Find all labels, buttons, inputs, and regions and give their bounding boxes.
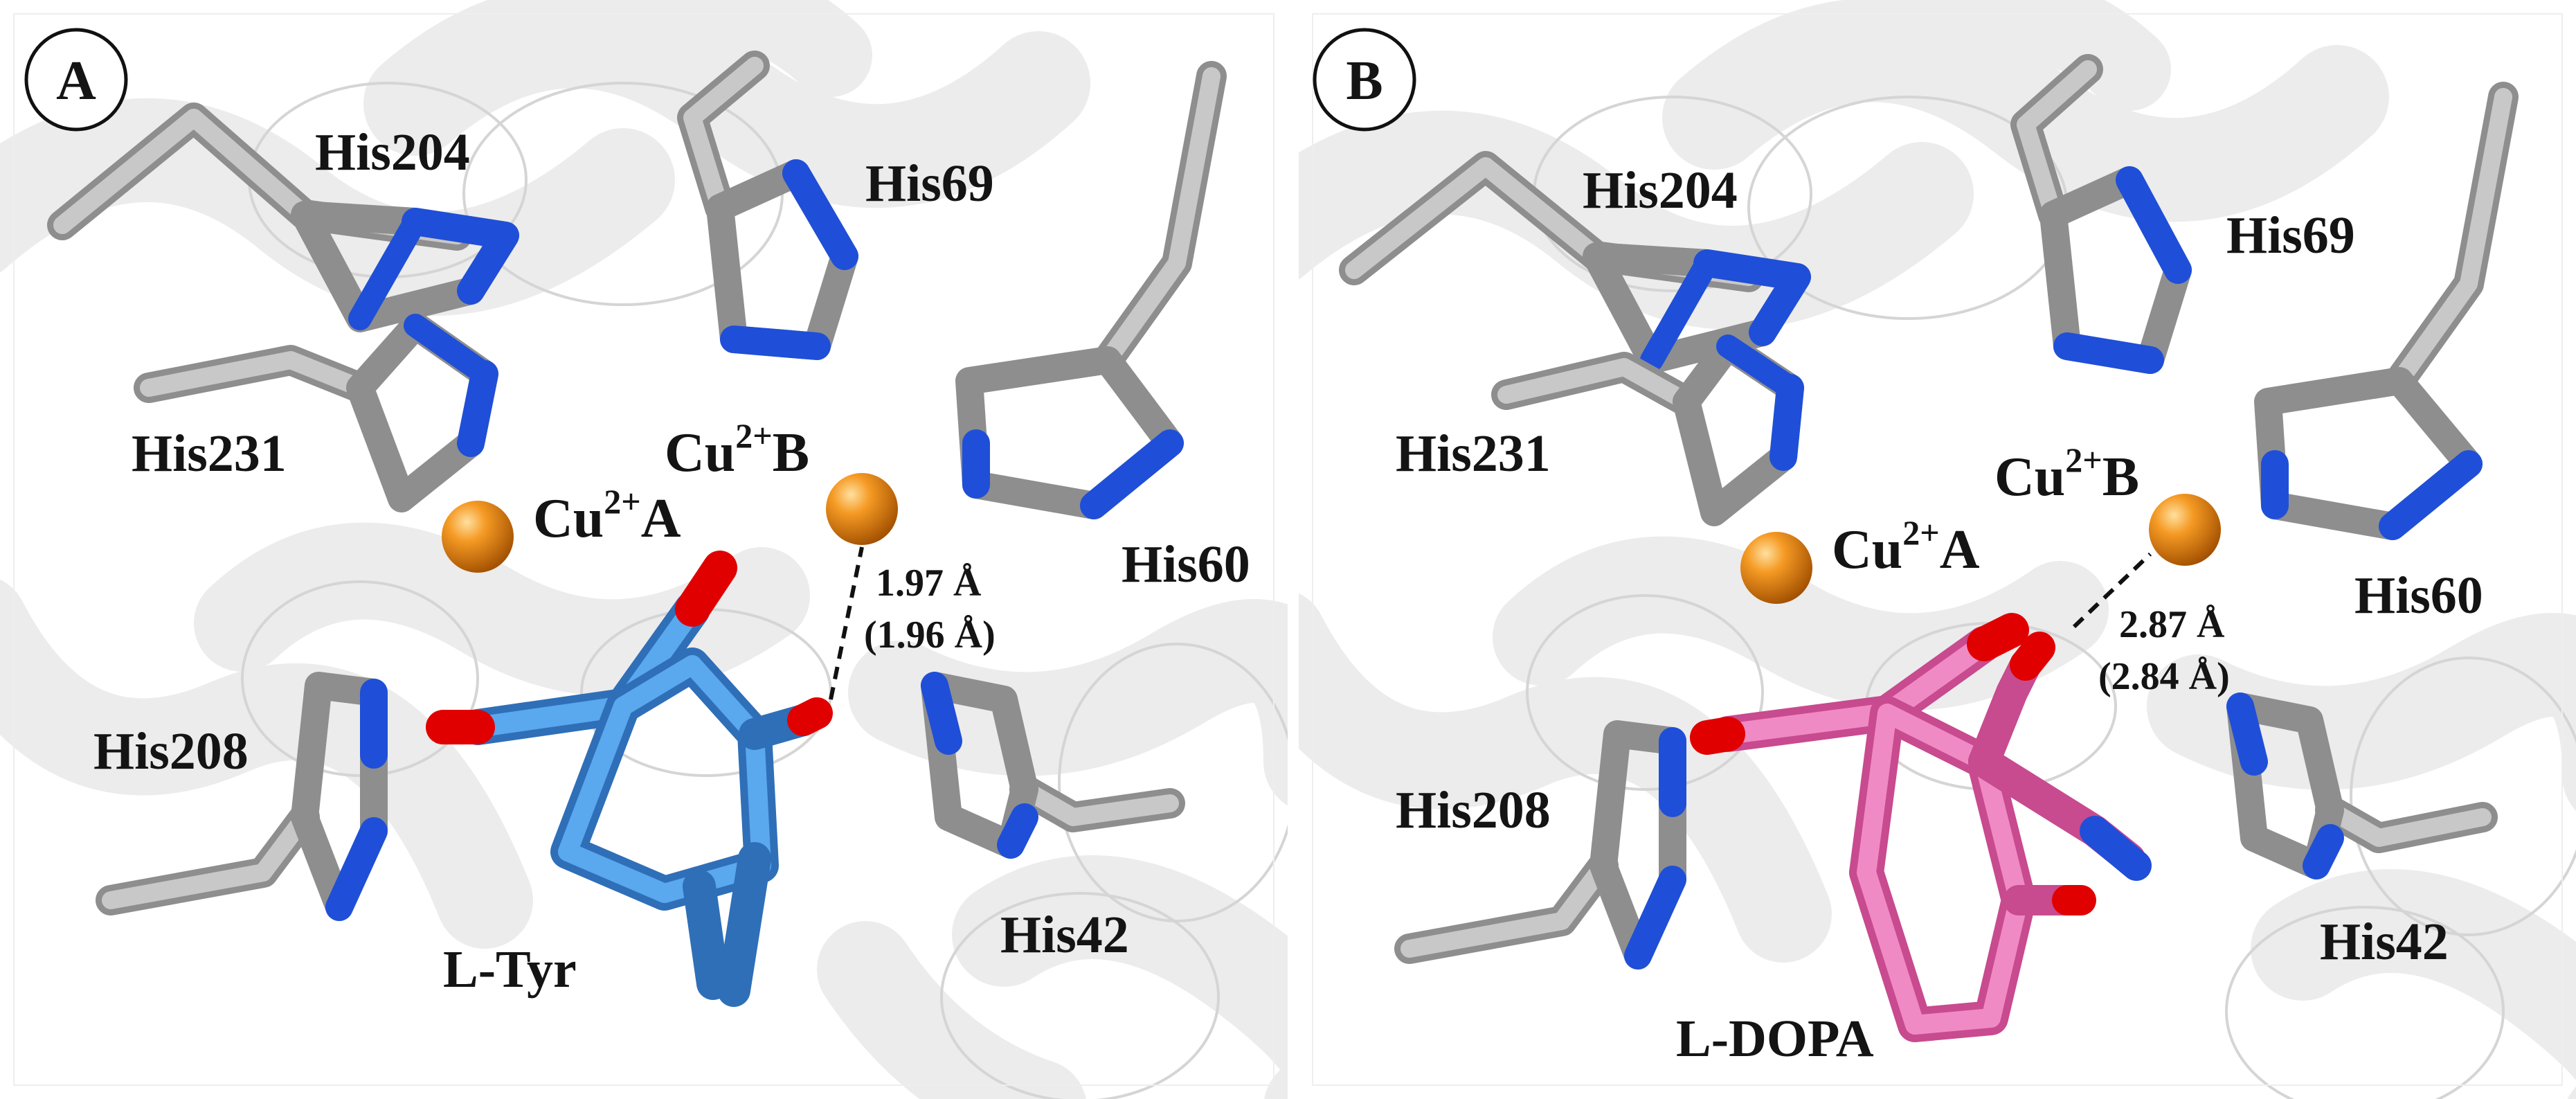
label-his42: His42 bbox=[2320, 913, 2449, 971]
label-his208: His208 bbox=[93, 722, 249, 780]
label-his69: His69 bbox=[2226, 206, 2355, 265]
residue-his60 bbox=[955, 61, 1227, 519]
residue-his208 bbox=[1394, 720, 1686, 970]
residue-his204 bbox=[47, 102, 519, 332]
label-his69: His69 bbox=[865, 154, 994, 213]
residue-his60 bbox=[2254, 82, 2519, 540]
residue-his204 bbox=[1339, 151, 1811, 374]
svg-text:A: A bbox=[56, 51, 96, 111]
label-his42: His42 bbox=[1000, 906, 1129, 964]
copper-b-sphere bbox=[826, 473, 898, 545]
residue-his69 bbox=[677, 51, 858, 360]
ligand-l-tyr bbox=[426, 551, 833, 1007]
label-distance-alt: (2.84 Å) bbox=[2098, 655, 2230, 698]
label-copper-b: Cu2+B bbox=[1994, 440, 2139, 508]
label-his208: His208 bbox=[1396, 781, 1551, 839]
distance-dashed-line bbox=[829, 546, 864, 700]
copper-a-sphere bbox=[442, 501, 514, 573]
label-his231: His231 bbox=[132, 425, 287, 483]
panel-letter-a: A bbox=[24, 28, 128, 132]
label-distance-alt: (1.96 Å) bbox=[864, 614, 996, 656]
panel-a: A His204 His69 His231 His60 His208 His42… bbox=[0, 0, 1288, 1099]
panel-a-structure: A His204 His69 His231 His60 His208 His42… bbox=[0, 0, 1288, 1099]
label-copper-a: Cu2+A bbox=[533, 482, 681, 549]
label-his231: His231 bbox=[1396, 425, 1551, 483]
label-his60: His60 bbox=[1122, 535, 1250, 593]
residue-his69 bbox=[2010, 54, 2192, 374]
panel-letter-b: B bbox=[1313, 28, 1416, 132]
copper-b-sphere bbox=[2149, 494, 2221, 566]
ligand-l-dopa bbox=[1690, 613, 2152, 1042]
residue-his231 bbox=[1491, 332, 1804, 526]
panel-b-structure: B His204 His69 His231 His60 His208 His42… bbox=[1299, 0, 2576, 1099]
label-his204: His204 bbox=[1583, 161, 1738, 220]
label-distance: 1.97 Å bbox=[876, 562, 982, 605]
label-his60: His60 bbox=[2354, 566, 2483, 625]
svg-text:B: B bbox=[1346, 51, 1382, 111]
residue-his42 bbox=[921, 672, 1185, 859]
residue-his208 bbox=[96, 672, 388, 921]
label-copper-a: Cu2+A bbox=[1832, 513, 1980, 580]
copper-a-sphere bbox=[1740, 532, 1812, 604]
panel-b: B His204 His69 His231 His60 His208 His42… bbox=[1299, 0, 2576, 1099]
residue-his42 bbox=[2226, 693, 2498, 879]
label-ligand: L-DOPA bbox=[1676, 1010, 1874, 1068]
label-his204: His204 bbox=[315, 123, 470, 181]
label-copper-b: Cu2+B bbox=[665, 416, 809, 483]
residue-his231 bbox=[134, 312, 498, 512]
label-distance: 2.87 Å bbox=[2119, 603, 2225, 646]
label-ligand: L-Tyr bbox=[443, 940, 577, 999]
distance-dashed-line bbox=[2072, 552, 2152, 629]
